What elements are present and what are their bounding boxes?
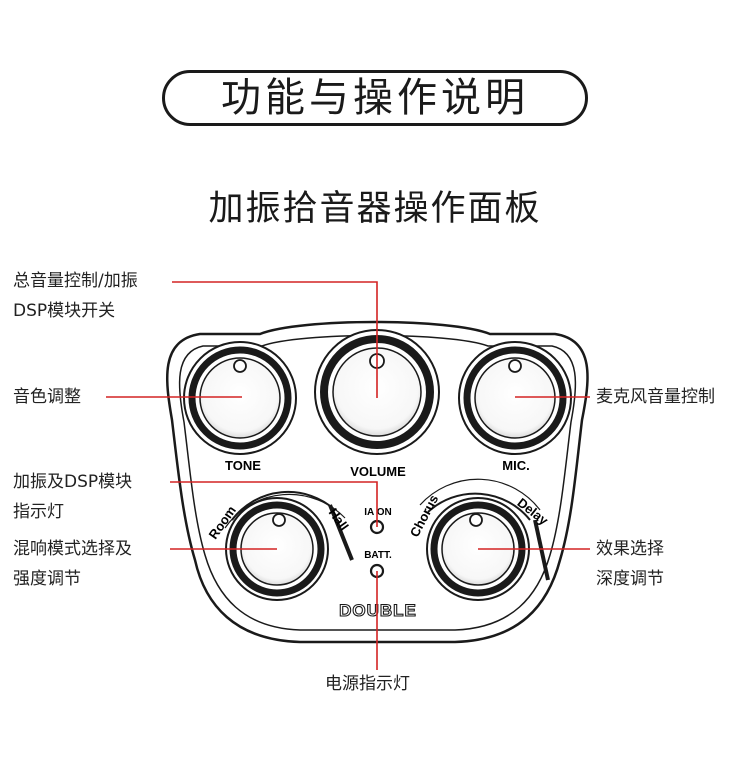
callout-power: 电源指示灯 bbox=[325, 669, 410, 699]
callout-effect-line-1: 效果选择 bbox=[596, 539, 664, 559]
page-subtitle: 加振拾音器操作面板 bbox=[208, 189, 542, 229]
callout-volume: 总音量控制/加振 DSP模块开关 bbox=[13, 266, 138, 326]
callout-mic: 麦克风音量控制 bbox=[596, 382, 715, 412]
tone-knob[interactable] bbox=[183, 341, 297, 455]
leader-line-led bbox=[170, 481, 378, 527]
callout-effect: 效果选择 深度调节 bbox=[596, 534, 664, 594]
page-title: 功能与操作说明 bbox=[221, 75, 529, 121]
title-frame: 功能与操作说明 bbox=[162, 70, 588, 126]
callout-mic-line-1: 麦克风音量控制 bbox=[596, 387, 715, 407]
callout-volume-line-2: DSP模块开关 bbox=[13, 301, 116, 321]
callout-tone: 音色调整 bbox=[13, 382, 81, 412]
mic-knob[interactable] bbox=[458, 341, 572, 455]
callout-power-line-1: 电源指示灯 bbox=[325, 674, 410, 694]
callout-reverb-line-2: 强度调节 bbox=[13, 569, 81, 589]
callout-led: 加振及DSP模块 指示灯 bbox=[13, 467, 132, 527]
callout-effect-line-2: 深度调节 bbox=[596, 569, 664, 589]
callout-reverb: 混响模式选择及 强度调节 bbox=[13, 534, 132, 594]
callout-reverb-line-1: 混响模式选择及 bbox=[13, 539, 132, 559]
leader-lines bbox=[106, 281, 590, 670]
leader-line-volume bbox=[172, 281, 378, 398]
ia-on-label: IA ON bbox=[364, 507, 391, 518]
callout-led-line-1: 加振及DSP模块 bbox=[13, 472, 133, 492]
batt-label: BATT. bbox=[364, 550, 392, 561]
volume-label: VOLUME bbox=[350, 464, 406, 479]
tone-label: TONE bbox=[225, 458, 261, 473]
brand-logo: DOUBLE bbox=[339, 601, 417, 620]
panel-inner-outline bbox=[178, 334, 577, 631]
mic-label: MIC. bbox=[502, 458, 529, 473]
callout-tone-line-1: 音色调整 bbox=[13, 387, 81, 407]
callout-volume-line-1: 总音量控制/加振 bbox=[13, 271, 138, 291]
callout-led-line-2: 指示灯 bbox=[13, 502, 64, 522]
